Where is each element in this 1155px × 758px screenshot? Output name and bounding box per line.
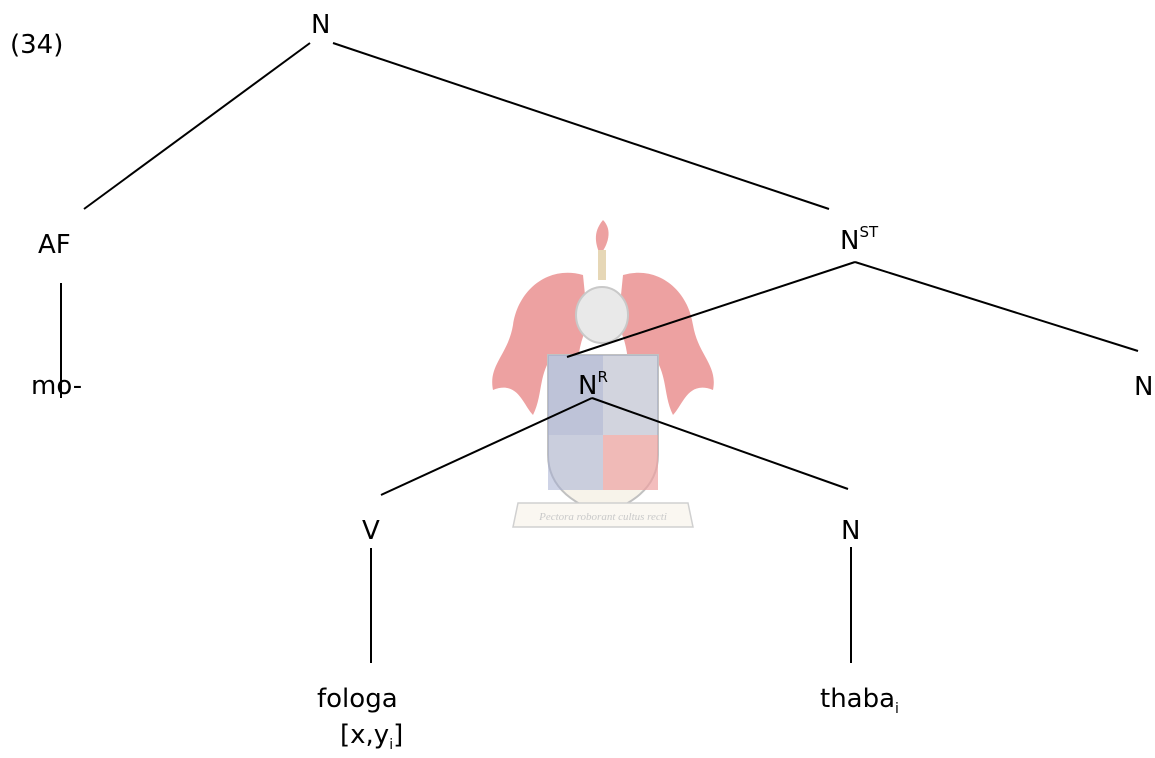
node-n-mid: N bbox=[841, 516, 861, 546]
node-af: AF bbox=[38, 230, 71, 260]
node-n-right: N bbox=[1134, 372, 1154, 402]
branch-nst-n bbox=[854, 261, 1139, 352]
node-n-st: NST bbox=[840, 223, 879, 256]
crest-shield bbox=[547, 354, 659, 517]
node-n-r: NR bbox=[578, 368, 608, 401]
crest-mantling-left bbox=[492, 272, 588, 415]
leaf-fologa: fologa bbox=[317, 684, 398, 714]
node-n-st-superscript: ST bbox=[859, 223, 879, 242]
node-n-st-label: N bbox=[840, 226, 860, 256]
crest-plume bbox=[595, 220, 609, 255]
features-open: [x,y bbox=[340, 720, 390, 750]
crest-mantling-right bbox=[618, 272, 714, 415]
example-number: (34) bbox=[10, 30, 64, 60]
university-crest-watermark: Pectora roborant cultus recti bbox=[492, 220, 714, 528]
leaf-thaba-label: thaba bbox=[820, 684, 896, 714]
branch-nst-nr bbox=[566, 261, 856, 358]
node-n-r-label: N bbox=[578, 371, 598, 401]
branch-nr-n bbox=[591, 397, 849, 490]
node-n-r-superscript: R bbox=[597, 368, 608, 387]
branch-n-nst bbox=[332, 42, 830, 210]
node-root-n: N bbox=[311, 10, 331, 40]
branch-nr-v bbox=[380, 397, 593, 496]
leaf-features: [x,yi] bbox=[340, 720, 404, 754]
leaf-thaba: thabai bbox=[820, 684, 899, 718]
crest-helmet bbox=[575, 286, 629, 344]
features-close: ] bbox=[393, 720, 404, 750]
node-mo: mo- bbox=[31, 371, 83, 401]
features-subscript: i bbox=[389, 737, 394, 754]
node-v: V bbox=[362, 516, 380, 546]
leaf-thaba-subscript: i bbox=[895, 701, 899, 718]
branch-n-af bbox=[83, 42, 311, 210]
crest-motto: Pectora roborant cultus recti bbox=[538, 511, 667, 523]
crest-scroll bbox=[512, 502, 694, 528]
